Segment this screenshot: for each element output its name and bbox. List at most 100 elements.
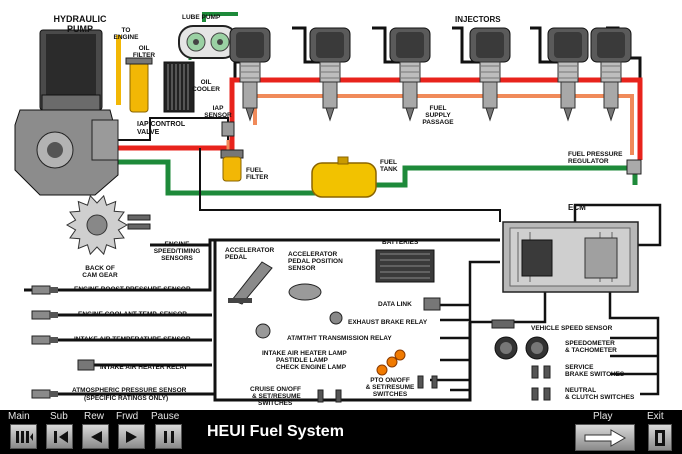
accelerator-pedal-position-sensor (288, 283, 322, 301)
injector (389, 27, 431, 122)
ecm-module (502, 221, 639, 293)
forward-icon (125, 430, 137, 443)
hydraulic-pump (14, 29, 121, 196)
play-arrow-icon (584, 428, 627, 447)
exit-button[interactable] (648, 424, 672, 451)
pause-button[interactable] (155, 424, 182, 449)
cam-gear (65, 194, 129, 256)
service-brake-switches (531, 365, 551, 379)
vehicle-speed-sensor (491, 319, 515, 329)
rewind-button[interactable] (82, 424, 109, 449)
batteries (375, 249, 435, 283)
neutral-clutch-switches-label: NEUTRAL& CLUTCH SWITCHES (565, 387, 635, 401)
batteries-label: BATTERIES (382, 239, 419, 246)
engine-boost-pressure-sensor-label: ENGINE BOOST PRESSURE SENSOR (74, 286, 191, 293)
fuel-tank (311, 156, 377, 198)
warning-lamps (376, 349, 406, 376)
lube-pump-label: LUBE PUMP (182, 14, 221, 21)
exit-button-label: Exit (647, 411, 664, 422)
fuel-filter (220, 149, 244, 182)
speedometer-tachometer-label: SPEEDOMETER& TACHOMETER (565, 340, 617, 354)
ecm-harness (430, 260, 547, 392)
speedometer-tachometer (494, 336, 549, 360)
left-sensors (31, 285, 95, 399)
accelerator-pedal (228, 261, 273, 305)
sub-button-label: Sub (50, 411, 68, 422)
main-button-label: Main (8, 411, 30, 422)
main-menu-icon (15, 430, 33, 443)
forward-button[interactable] (118, 424, 145, 449)
at-mt-ht-transmission-relay-label: AT/MT/HT TRANSMISSION RELAY (287, 335, 392, 342)
injector (547, 27, 589, 122)
main-harness (24, 238, 500, 402)
exhaust-brake-relay (329, 311, 343, 325)
rew-button-label: Rew (84, 411, 105, 422)
pto-switches (417, 375, 438, 389)
ecm-label: ECM (568, 203, 586, 212)
injectors (229, 27, 632, 122)
lube-return-line (202, 12, 238, 22)
ecm-top-wire (573, 203, 662, 247)
main-button[interactable] (10, 424, 37, 449)
injector (309, 27, 351, 122)
play-button[interactable] (575, 424, 635, 451)
right-harness (608, 292, 660, 396)
injectors-label: INJECTORS (455, 15, 501, 24)
pause-icon (163, 430, 174, 443)
exhaust-brake-relay-label: EXHAUST BRAKE RELAY (348, 319, 428, 326)
sensor (31, 335, 58, 345)
navigation-toolbar: Main Sub Rew Frwd Pause Play Exit HEUI F… (0, 410, 682, 454)
transmission-relay (255, 323, 271, 339)
frwd-button-label: Frwd (116, 411, 139, 422)
play-button-label: Play (593, 411, 613, 422)
fuel-return-rail (253, 94, 634, 155)
lube-pump (178, 25, 238, 59)
iap-sensor (221, 121, 235, 137)
cruise-switches (317, 389, 342, 403)
wiring-harness (24, 203, 662, 402)
high-pressure-oil-rail (118, 77, 643, 160)
atmospheric-pressure-sensor-label: ATMOSPHERIC PRESSURE SENSOR(SPECIFIC RAT… (72, 387, 187, 402)
page-title: HEUI Fuel System (207, 423, 344, 440)
rewind-icon (90, 430, 102, 443)
vehicle-speed-sensor-label: VEHICLE SPEED SENSOR (531, 325, 613, 332)
sensor (77, 359, 95, 371)
intake-air-heater-relay-label: INTAKE AIR HEATER RELAY (100, 364, 188, 371)
engine-coolant-temp-sensor-label: ENGINE COOLANT TEMP. SENSOR (78, 311, 187, 318)
exit-door-icon (655, 429, 665, 446)
cam-gear-hub (86, 214, 108, 236)
sub-button[interactable] (46, 424, 73, 449)
data-link-label: DATA LINK (378, 301, 412, 308)
pause-button-label: Pause (151, 411, 180, 422)
oil-filter (125, 57, 153, 113)
injector (229, 27, 271, 122)
sensor (31, 389, 58, 399)
sensor (31, 285, 58, 295)
speed-timing-sensors (127, 214, 151, 230)
fuel-pressure-regulator (626, 159, 642, 175)
sensor (31, 310, 58, 320)
sub-menu-icon (53, 430, 68, 443)
intake-air-temperature-sensor-label: INTAKE AIR TEMPERATURE SENSOR (74, 336, 191, 343)
neutral-clutch-switches (531, 387, 551, 401)
